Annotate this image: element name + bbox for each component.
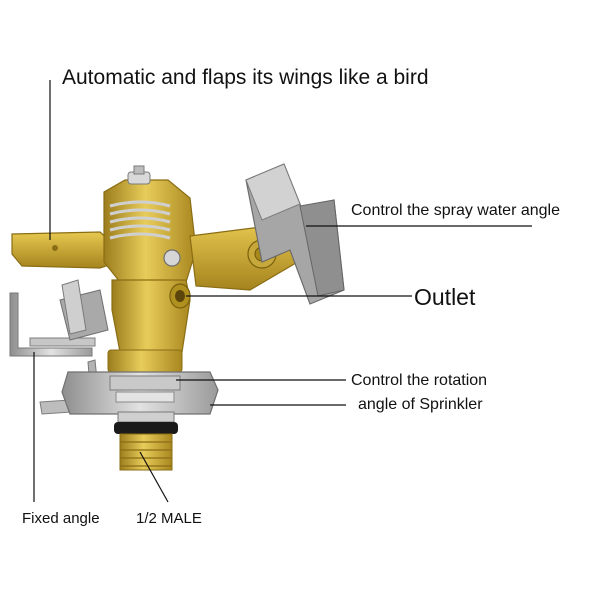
leader-lines bbox=[33, 80, 532, 503]
fixed-angle-bracket bbox=[9, 292, 93, 357]
label-fixed-angle: Fixed angle bbox=[22, 510, 100, 527]
male-thread bbox=[119, 433, 173, 471]
brass-wing-lever bbox=[11, 231, 119, 269]
label-wings: Automatic and flaps its wings like a bir… bbox=[62, 66, 429, 89]
spring-coils bbox=[109, 200, 171, 240]
rubber-o-ring bbox=[114, 422, 178, 434]
leader-male bbox=[139, 451, 169, 503]
label-rotation-line1: Control the rotation bbox=[351, 372, 488, 389]
label-rotation-line2: angle of Sprinkler bbox=[358, 396, 483, 413]
label-spray-angle: Control the spray water angle bbox=[351, 202, 560, 219]
label-outlet: Outlet bbox=[414, 284, 476, 310]
spring-housing bbox=[103, 179, 197, 283]
label-male-thread: 1/2 MALE bbox=[136, 510, 202, 527]
sprinkler-illustration bbox=[9, 163, 345, 471]
rotation-collar bbox=[107, 349, 183, 373]
pivot-screw bbox=[163, 249, 181, 267]
